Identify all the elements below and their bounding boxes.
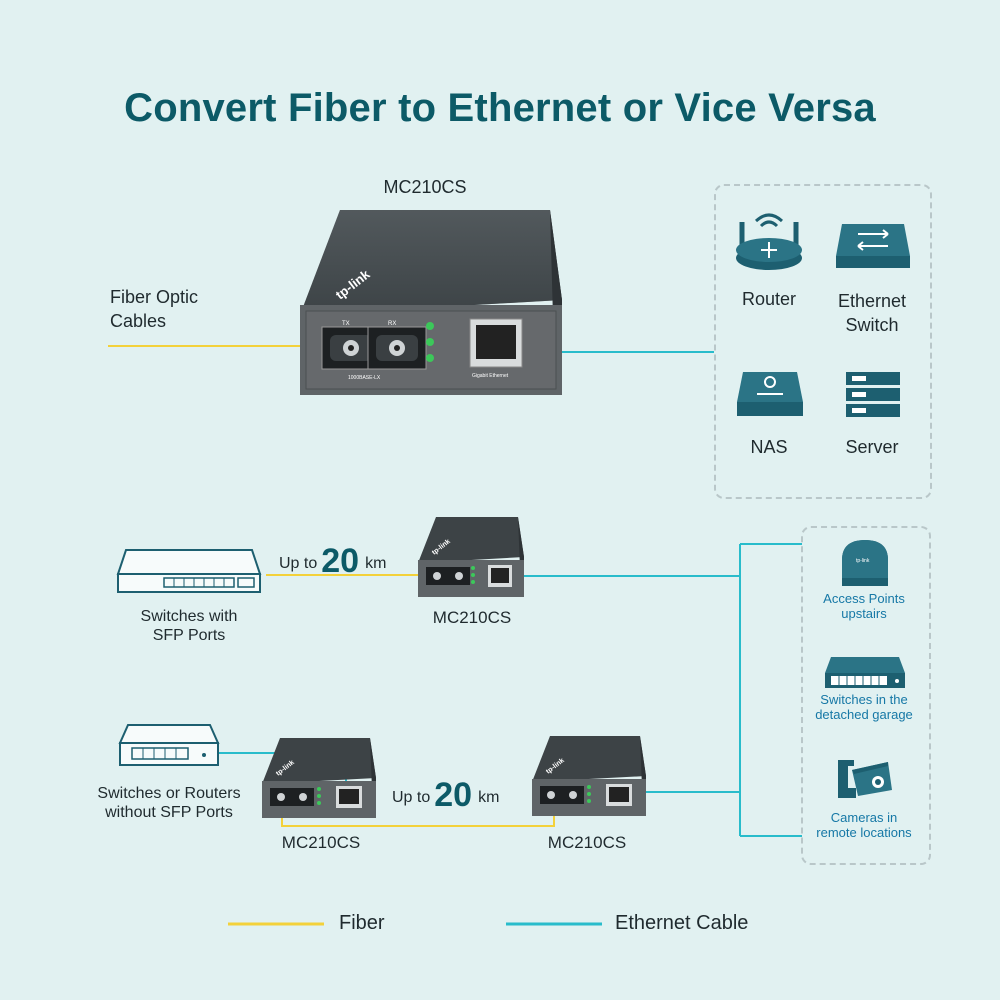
legend-fiber-label: Fiber [339, 912, 385, 934]
scenario2-left-model: MC210CS [281, 833, 361, 852]
ethernet-switch-icon [836, 224, 910, 268]
distance-value: 20 [434, 776, 473, 814]
scenario2-source-label: Switches or Routers without SFP Ports [97, 785, 241, 821]
main-device-model: MC210CS [383, 177, 467, 197]
svg-text:tp-link: tp-link [856, 558, 870, 564]
legend-fiber-swatch [228, 922, 324, 926]
switch-icon [825, 657, 905, 688]
legend-ethernet-swatch [506, 922, 602, 926]
ethernet-devices-group [714, 184, 932, 499]
scenario1-device-model: MC210CS [432, 608, 512, 627]
port-ethernet-caption: Gigabit Ethernet [472, 373, 509, 379]
fiber-optic-label: Fiber Optic Cables [110, 287, 199, 331]
port-rx-label: RX [388, 321, 396, 327]
scenario2-right-model: MC210CS [547, 833, 627, 852]
router-icon [736, 213, 802, 270]
distance-prefix: Up to [392, 789, 431, 806]
router-label: Router [741, 289, 797, 309]
nas-label: NAS [750, 437, 788, 457]
port-tx-label: TX [342, 321, 350, 327]
access-point-icon: tp-link [842, 540, 888, 586]
sfp-switch-icon [116, 549, 262, 593]
distance-value: 20 [321, 542, 360, 580]
server-icon [846, 372, 900, 417]
access-point-label: Access Points upstairs [823, 591, 905, 621]
media-converter-scenario2-left: tp-link [262, 738, 376, 818]
camera-icon [838, 760, 892, 798]
media-converter-main: tp-link TX RX 1000BASE-LX Gigabit Ethern… [300, 210, 562, 395]
remote-devices-group [801, 526, 931, 865]
legend-ethernet-label: Ethernet Cable [615, 912, 749, 934]
distance-unit: km [365, 555, 387, 572]
server-label: Server [845, 437, 899, 457]
distance-unit: km [478, 789, 500, 806]
port-fiber-caption: 1000BASE-LX [348, 375, 381, 381]
media-converter-scenario1: tp-link [418, 517, 524, 597]
media-converter-scenario2-right: tp-link [532, 736, 646, 816]
distance-prefix: Up to [279, 555, 318, 572]
switch-remote-label: Switches in the detached garage [815, 692, 913, 722]
non-sfp-switch-icon [118, 724, 220, 766]
nas-icon [737, 372, 803, 416]
scenario1-source-label: Switches with SFP Ports [140, 608, 238, 644]
page-title: Convert Fiber to Ethernet or Vice Versa [124, 86, 876, 130]
camera-label: Cameras in remote locations [816, 810, 912, 840]
ethernet-switch-label: Ethernet Switch [837, 291, 907, 335]
